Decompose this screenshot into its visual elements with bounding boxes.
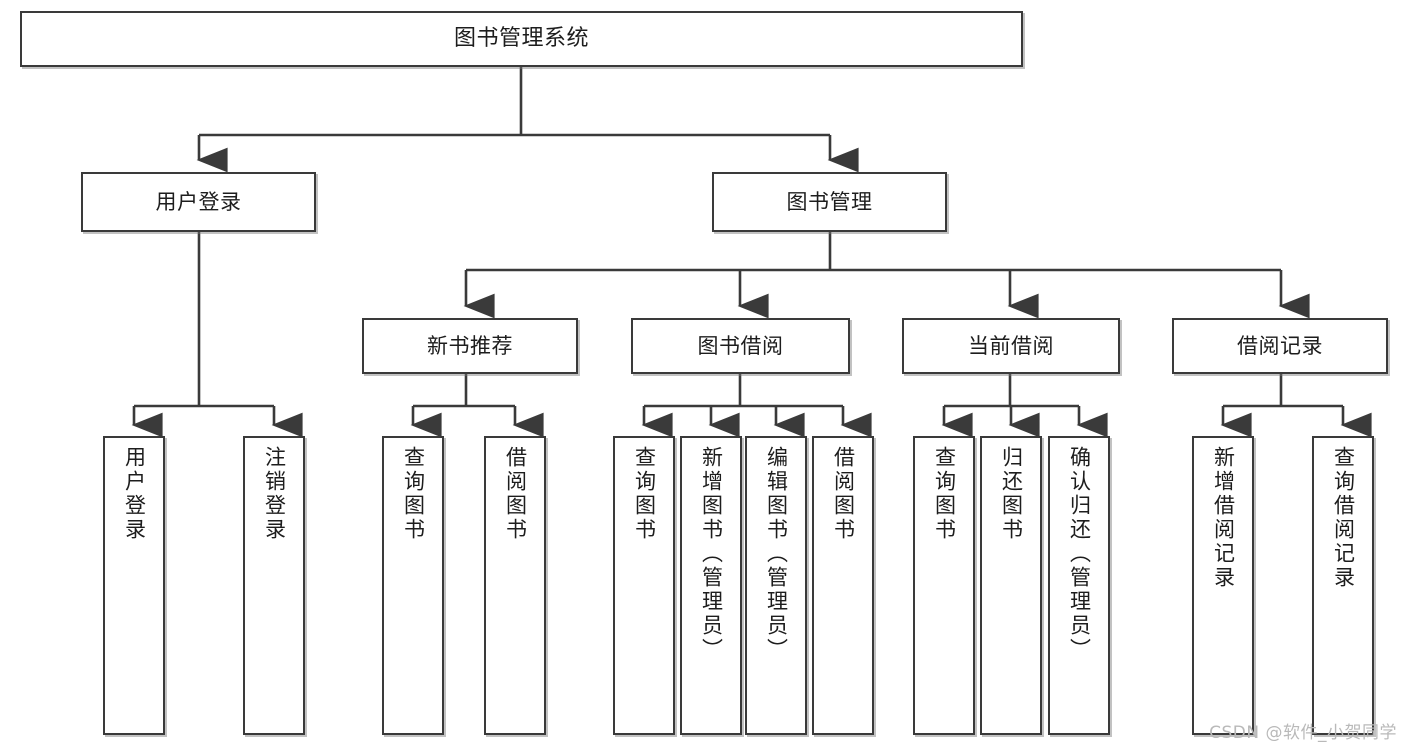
node-label: 图书借阅 [697, 333, 784, 358]
node-label: 查询图书 [632, 446, 657, 542]
node-label: 借阅图书 [503, 446, 528, 542]
node-label: 用户登录 [122, 446, 147, 542]
node-label: 确认归还（管理员） [1067, 446, 1092, 662]
leaf-edit-book-admin[interactable]: 编辑图书（管理员） [745, 436, 807, 735]
node-label: 新增图书（管理员） [699, 446, 724, 662]
leaf-user-login[interactable]: 用户登录 [103, 436, 165, 735]
node-label: 归还图书 [999, 446, 1024, 542]
node-label: 借阅记录 [1237, 333, 1323, 358]
node-new-book-recommend[interactable]: 新书推荐 [362, 318, 578, 374]
node-label: 图书管理系统 [453, 26, 589, 52]
node-label: 编辑图书（管理员） [764, 446, 789, 662]
node-label: 查询借阅记录 [1331, 446, 1356, 590]
leaf-confirm-return-admin[interactable]: 确认归还（管理员） [1048, 436, 1110, 735]
node-user-login[interactable]: 用户登录 [81, 172, 316, 232]
node-label: 新书推荐 [427, 333, 513, 358]
node-label: 查询图书 [401, 446, 426, 542]
node-label: 注销登录 [262, 446, 287, 542]
leaf-add-borrow-record[interactable]: 新增借阅记录 [1192, 436, 1254, 735]
leaf-borrow-book-recommend[interactable]: 借阅图书 [484, 436, 546, 735]
node-label: 当前借阅 [968, 333, 1054, 358]
leaf-return-book[interactable]: 归还图书 [980, 436, 1042, 735]
node-label: 新增借阅记录 [1211, 446, 1236, 590]
leaf-query-borrow-record[interactable]: 查询借阅记录 [1312, 436, 1374, 735]
node-label: 借阅图书 [831, 446, 856, 542]
node-current-borrow[interactable]: 当前借阅 [902, 318, 1120, 374]
leaf-query-book-borrow[interactable]: 查询图书 [613, 436, 675, 735]
leaf-logout-login[interactable]: 注销登录 [243, 436, 305, 735]
node-book-borrow[interactable]: 图书借阅 [631, 318, 850, 374]
node-label: 图书管理 [786, 189, 873, 214]
leaf-query-book-recommend[interactable]: 查询图书 [382, 436, 444, 735]
leaf-add-book-admin[interactable]: 新增图书（管理员） [680, 436, 742, 735]
leaf-borrow-book[interactable]: 借阅图书 [812, 436, 874, 735]
csdn-watermark: CSDN @软件_小贺同学 [1209, 723, 1397, 743]
node-borrow-records[interactable]: 借阅记录 [1172, 318, 1388, 374]
node-book-management[interactable]: 图书管理 [712, 172, 947, 232]
node-label: 用户登录 [155, 189, 242, 214]
leaf-query-book-current[interactable]: 查询图书 [913, 436, 975, 735]
node-root-system[interactable]: 图书管理系统 [20, 11, 1023, 67]
node-label: 查询图书 [932, 446, 957, 542]
